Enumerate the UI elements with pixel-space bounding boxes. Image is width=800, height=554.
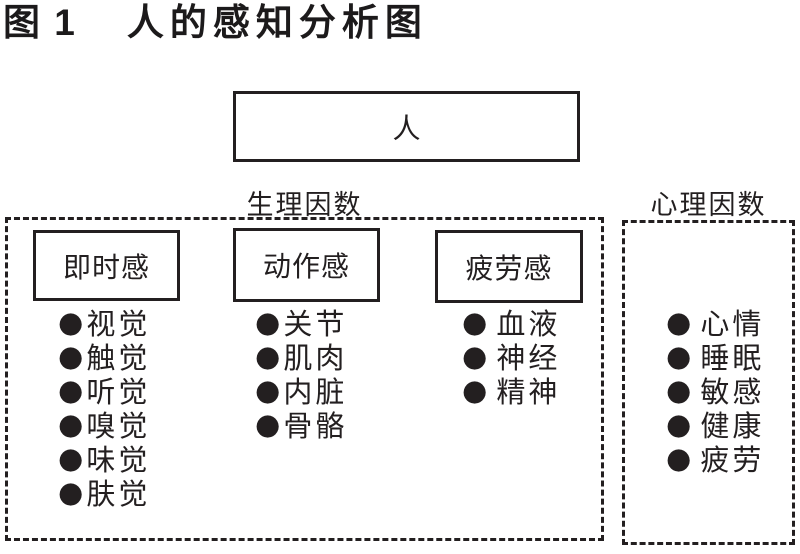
list-item-label: 嗅觉: [86, 411, 151, 443]
list-item-label: 心情: [700, 309, 765, 341]
bullet-icon: ●: [666, 338, 692, 373]
immediate-sense-list: ● 视觉 ● 触觉 ● 听觉 ● 嗅觉 ● 味觉 ● 肤觉: [58, 304, 150, 511]
list-item-label: 关节: [283, 309, 348, 341]
list-item: ● 心情: [666, 304, 764, 341]
list-item: ● 触觉: [58, 338, 150, 375]
bullet-icon: ●: [255, 338, 281, 373]
column-header-label: 动作感: [262, 252, 350, 283]
column-header-motion-sense: 动作感: [233, 228, 380, 302]
column-header-immediate-sense: 即时感: [33, 230, 180, 301]
list-item-label: 神经: [496, 343, 561, 375]
list-item-label: 视觉: [86, 309, 151, 341]
fatigue-sense-list: ● 血液 ● 神经 ● 精神: [462, 304, 560, 409]
list-item: ● 精神: [462, 372, 560, 409]
list-item-label: 敏感: [700, 377, 765, 409]
list-item-label: 血液: [496, 309, 561, 341]
list-item-label: 肌肉: [283, 343, 348, 375]
list-item: ● 睡眠: [666, 338, 764, 375]
bullet-icon: ●: [255, 406, 281, 441]
person-label: 人: [392, 113, 421, 145]
column-header-label: 即时感: [62, 252, 150, 284]
bullet-icon: ●: [58, 440, 84, 475]
bullet-icon: ●: [666, 304, 692, 339]
bullet-icon: ●: [462, 338, 488, 373]
list-item-label: 睡眠: [700, 343, 765, 375]
list-item-label: 健康: [700, 411, 765, 443]
list-item-label: 内脏: [283, 377, 348, 409]
figure-title: 图 1 人的感知分析图: [3, 0, 428, 49]
column-header-fatigue-sense: 疲劳感: [435, 230, 583, 303]
list-item: ● 嗅觉: [58, 406, 150, 443]
bullet-icon: ●: [58, 304, 84, 339]
list-item: ● 听觉: [58, 372, 150, 409]
bullet-icon: ●: [666, 440, 692, 475]
list-item: ● 肤觉: [58, 474, 150, 511]
psychological-list: ● 心情 ● 睡眠 ● 敏感 ● 健康 ● 疲劳: [666, 304, 764, 477]
list-item-label: 精神: [496, 377, 561, 409]
motion-sense-list: ● 关节 ● 肌肉 ● 内脏 ● 骨骼: [255, 304, 347, 443]
psychological-group-label: 心理因数: [650, 190, 767, 220]
list-item: ● 神经: [462, 338, 560, 375]
bullet-icon: ●: [58, 474, 84, 509]
bullet-icon: ●: [462, 372, 488, 407]
list-item: ● 血液: [462, 304, 560, 341]
list-item: ● 敏感: [666, 372, 764, 409]
list-item-label: 听觉: [86, 377, 151, 409]
bullet-icon: ●: [462, 304, 488, 339]
bullet-icon: ●: [58, 372, 84, 407]
list-item-label: 肤觉: [86, 479, 151, 511]
list-item-label: 触觉: [86, 343, 151, 375]
bullet-icon: ●: [255, 304, 281, 339]
figure-number: 图 1: [3, 2, 77, 43]
bullet-icon: ●: [58, 338, 84, 373]
bullet-icon: ●: [666, 406, 692, 441]
column-header-label: 疲劳感: [465, 253, 553, 285]
list-item: ● 视觉: [58, 304, 150, 341]
physiological-group-container: [5, 217, 604, 541]
bullet-icon: ●: [255, 372, 281, 407]
list-item: ● 味觉: [58, 440, 150, 477]
list-item: ● 内脏: [255, 372, 347, 409]
bullet-icon: ●: [58, 406, 84, 441]
list-item: ● 健康: [666, 406, 764, 443]
list-item-label: 骨骼: [283, 411, 348, 443]
list-item-label: 味觉: [86, 445, 151, 477]
list-item: ● 骨骼: [255, 406, 347, 443]
physiological-group-label: 生理因数: [246, 190, 363, 220]
list-item: ● 关节: [255, 304, 347, 341]
list-item: ● 肌肉: [255, 338, 347, 375]
list-item: ● 疲劳: [666, 440, 764, 477]
psychological-group-container: [622, 220, 795, 545]
list-item-label: 疲劳: [700, 445, 765, 477]
person-box: 人: [233, 91, 580, 162]
figure-caption: 人的感知分析图: [126, 2, 428, 43]
bullet-icon: ●: [666, 372, 692, 407]
